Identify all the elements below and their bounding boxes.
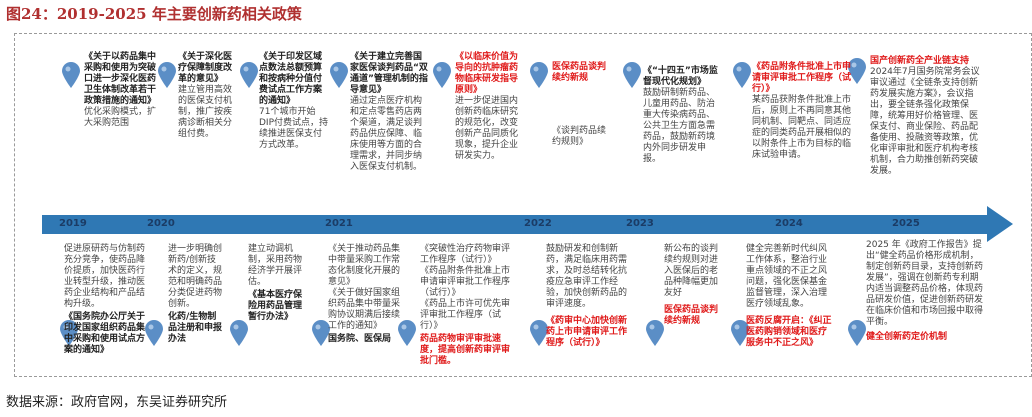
year-2019: 2019 xyxy=(59,218,87,229)
policy-summary: 某药品获附条件批准上市后，原则上不再同意其他同机制、同靶点、同适应症的同类药品开… xyxy=(752,95,852,160)
policy-document: 《药品附条件批准上市申请审评审批工作程序（试行）》 xyxy=(420,266,511,298)
policy-2019-procurement-pilot: 促进原研药与仿制药充分竞争，使药品降价提质，加快医药行业转型升级，推动医药企业结… xyxy=(64,244,146,356)
year-2020: 2020 xyxy=(147,218,175,229)
data-source: 数据来源：政府官网，东吴证券研究所 xyxy=(6,395,228,410)
policy-summary: 2025 年《政府工作报告》提出“健全药品价格形成机制，制定创新药目录，支持创新… xyxy=(866,240,984,327)
policy-heading: 《国务院办公厅关于印发国家组织药品集中采购和使用试点方案的通知》 xyxy=(64,312,146,355)
policy-2020-medicine-management: 建立动调机制，采用药物经济学开展评估。 《基本医疗保险用药品管理暂行办法》 xyxy=(248,244,308,323)
map-pin-icon xyxy=(145,320,163,346)
policy-2022-renewal-rules: 医保药品谈判续约新规 《谈判药品续约规则》 xyxy=(552,62,614,148)
map-pin-icon xyxy=(530,320,548,346)
policy-summary: 促进原研药与仿制药充分竞争，使药品降价提质，加快医药行业转型升级，推动医药企业结… xyxy=(64,244,146,309)
policy-2021-dual-channel: 《关于建立完善国家医保谈判药品“双通道”管理机制的指导意见》 通过定点医疗机构和… xyxy=(350,52,428,173)
policy-summary: 进一步促进国内创新药临床研究的规范化，改变创新产品同质化现象，提升企业研发实力。 xyxy=(455,96,519,161)
policy-summary: 《谈判药品续约规则》 xyxy=(552,126,607,147)
map-pin-icon xyxy=(230,320,248,346)
policy-2023-anti-corruption: 健全完善新时代纠风工作体系，整治行业重点领域的不正之风问题，强化医保基金监督管理… xyxy=(746,244,834,349)
policy-summary: 优化采购模式，扩大采购范围 xyxy=(84,107,157,128)
policy-document: 《药品上市许可优先审评审批工作程序（试行）》 xyxy=(420,299,511,331)
map-pin-icon xyxy=(433,62,451,88)
policy-summary: 2024年7月国务院常务会议审议通过《全链条支持创新药发展实施方案》，会议指出，… xyxy=(870,67,980,176)
policy-document: 《关于做好国家组织药品集中带量采购协议期满后接续工作的通知》 xyxy=(328,288,401,331)
map-pin-icon xyxy=(330,62,348,88)
year-2025: 2025 xyxy=(892,218,920,229)
map-pin-icon xyxy=(623,62,641,88)
policy-summary: 建立动调机制，采用药物经济学开展评估。 xyxy=(248,244,303,287)
year-2023: 2023 xyxy=(626,218,654,229)
policy-2024-conditional-approval: 《药品附条件批准上市申请审评审批工作程序（试行）》 某药品获附条件批准上市后，原… xyxy=(752,62,858,161)
policy-summary: 建立管用高效的医保支付机制，推广按疾病诊断相关分组付费。 xyxy=(178,85,233,139)
policy-heading: 化药/生物制品注册和申报办法 xyxy=(168,312,223,344)
policy-heading: 《“十四五”市场监督现代化规划》 xyxy=(643,66,718,87)
map-pin-icon xyxy=(731,320,749,346)
policy-summary: 健全完善新时代纠风工作体系，整治行业重点领域的不正之风问题，强化医保基金监督管理… xyxy=(746,244,828,309)
policy-summary: 进一步明确创新药/创新技术的定义，规范和明确药品分类促进药物创新。 xyxy=(168,244,223,309)
map-pin-icon xyxy=(733,62,751,88)
policy-heading: 医药反腐开启：《纠正医药购销领域和医疗服务中不正之风》 xyxy=(746,316,832,348)
policy-summary: 鼓励研发和创制新药，满足临床用药需求，及时总结转化抗疫应急审评工作经验，加快创新… xyxy=(546,244,628,309)
map-pin-icon xyxy=(312,320,330,346)
year-2021: 2021 xyxy=(325,218,353,229)
policy-heading: 医保药品谈判续约新规 xyxy=(552,62,607,83)
policy-summary: 71个城市开始DIP付费试点，持续推进医保支付方式改革。 xyxy=(259,107,329,150)
figure-title: 图24：2019-2025 年主要创新药相关政策 xyxy=(6,5,302,23)
policy-summary: 鼓励研制新药品、儿童用药品、防治重大传染病药品、公共卫生方面急需药品，鼓励新药境… xyxy=(643,88,716,164)
policy-heading: 《以临床价值为导向的抗肿瘤药物临床研发指导原则》 xyxy=(455,52,519,95)
policy-2023-market-supervision-plan: 《“十四五”市场监督现代化规划》 鼓励研制新药品、儿童用药品、防治重大传染病药品… xyxy=(643,66,723,165)
policy-document: 《突破性治疗药物审评工作程序（试行）》 xyxy=(420,244,511,265)
year-2024: 2024 xyxy=(775,218,803,229)
policy-highlight: 药品药物审评审批速度，提高创新药审评审批门槛。 xyxy=(420,334,511,366)
policy-heading: 国产创新药全产业链支持 xyxy=(870,56,970,66)
policy-heading: 《药品附条件批准上市申请审评审批工作程序（试行）》 xyxy=(752,62,852,94)
policy-heading: 《基本医疗保险用药品管理暂行办法》 xyxy=(248,290,303,322)
policy-2024-full-chain-support: 国产创新药全产业链支持 2024年7月国务院常务会议审议通过《全链条支持创新药发… xyxy=(870,56,980,177)
policy-heading: 《关于印发区域点数法总额预算和按病种分值付费试点工作方案的通知》 xyxy=(259,52,323,106)
policy-heading: 《关于深化医疗保障制度改革的意见》 xyxy=(178,52,233,84)
policy-heading: 《药审中心加快创新药上市申请审评工作程序（试行）》 xyxy=(546,316,628,348)
policy-2020-dip-pilot: 《关于印发区域点数法总额预算和按病种分值付费试点工作方案的通知》 71个城市开始… xyxy=(259,52,329,151)
policy-2020-medical-security-reform: 《关于深化医疗保障制度改革的意见》 建立管用高效的医保支付机制，推广按疾病诊断相… xyxy=(178,52,236,140)
policy-heading: 医保药品谈判续约新规 xyxy=(664,305,719,326)
map-pin-icon xyxy=(158,62,176,88)
timeline-arrow-head xyxy=(987,206,1013,242)
map-pin-icon xyxy=(530,62,548,88)
map-pin-icon xyxy=(848,320,866,346)
policy-document: 《关于推动药品集中带量采购工作常态化制度化开展的意见》 xyxy=(328,244,401,287)
map-pin-icon xyxy=(62,62,80,88)
policy-2019-centralized-procurement: 《关于以药品集中采购和使用为突破口进一步深化医药卫生体制改革若干政策措施的通知》… xyxy=(84,52,158,129)
policy-summary: 通过定点医疗机构和定点零售药店两个渠道，满足谈判药品供应保障、临床使用等方面的合… xyxy=(350,96,423,172)
policy-2021-vbp-normalization: 《关于推动药品集中带量采购工作常态化制度化开展的意见》 《关于做好国家组织药品集… xyxy=(328,244,404,345)
policy-heading: 健全创新药定价机制 xyxy=(866,332,948,342)
map-pin-icon xyxy=(60,320,78,346)
map-pin-icon xyxy=(398,320,416,346)
policy-2020-registration-rules: 进一步明确创新药/创新技术的定义，规范和明确药品分类促进药物创新。 化药/生物制… xyxy=(168,244,224,345)
policy-2021-oncology-guideline: 《以临床价值为导向的抗肿瘤药物临床研发指导原则》 进一步促进国内创新药临床研究的… xyxy=(455,52,519,162)
policy-2022-accelerated-review: 鼓励研发和创制新药，满足临床用药需求，及时总结转化抗疫应急审评工作经验，加快创新… xyxy=(546,244,630,349)
policy-2025-pricing-mechanism: 2025 年《政府工作报告》提出“健全药品价格形成机制，制定创新药目录，支持创新… xyxy=(866,240,984,343)
issuing-authority: 国务院、医保局 xyxy=(328,334,392,344)
map-pin-icon xyxy=(240,62,258,88)
map-pin-icon xyxy=(646,320,664,346)
year-2022: 2022 xyxy=(524,218,552,229)
map-pin-icon xyxy=(848,58,866,84)
policy-heading: 《关于以药品集中采购和使用为突破口进一步深化医药卫生体制改革若干政策措施的通知》 xyxy=(84,52,157,106)
policy-summary: 新公布的谈判续约规则对进入医保后的老品种降幅更加友好 xyxy=(664,244,719,298)
timeline-axis xyxy=(42,215,987,234)
policy-heading: 《关于建立完善国家医保谈判药品“双通道”管理机制的指导意见》 xyxy=(350,52,428,95)
policy-2023-renewal-rules: 新公布的谈判续约规则对进入医保后的老品种降幅更加友好 医保药品谈判续约新规 xyxy=(664,244,724,327)
policy-2021-review-procedures: 《突破性治疗药物审评工作程序（试行）》 《药品附条件批准上市申请审评审批工作程序… xyxy=(420,244,514,367)
